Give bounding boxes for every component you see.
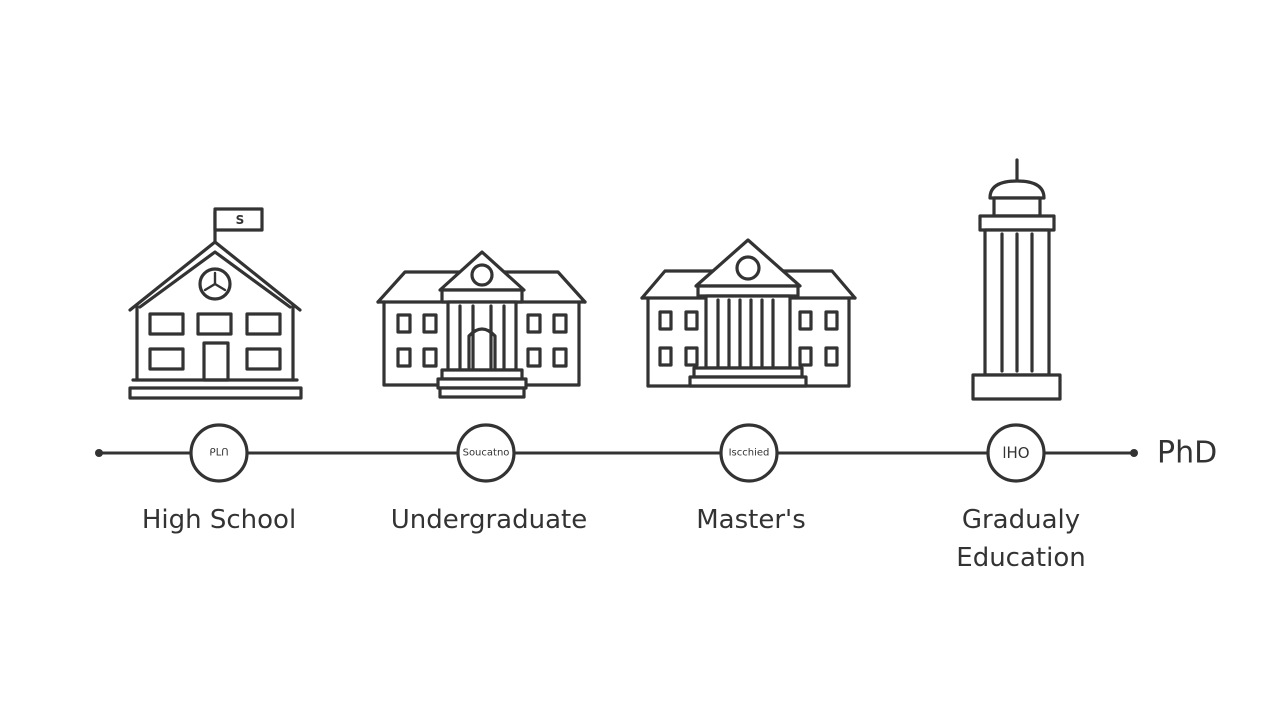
stage-label-high-school: High School	[142, 505, 296, 535]
school-house-icon: S	[128, 207, 303, 400]
timeline: ᑭᒪᑎ Soucatno Iscchied lᕼO PhD	[95, 423, 1217, 483]
timeline-start-dot	[95, 449, 103, 457]
university-building-icon	[376, 250, 587, 399]
timeline-node-masters: Iscchied	[719, 423, 779, 483]
stage-label-graduate-line-1: Gradualy	[962, 505, 1080, 535]
node-label: ᑭᒪᑎ	[209, 448, 228, 459]
stage-label-masters: Master's	[696, 505, 805, 535]
timeline-node-high-school: ᑭᒪᑎ	[189, 423, 249, 483]
timeline-end-dot	[1130, 449, 1138, 457]
stage-label-graduate-line-2: Education	[956, 543, 1085, 573]
timeline-node-undergraduate: Soucatno	[456, 423, 516, 483]
timeline-node-graduate: lᕼO	[986, 423, 1046, 483]
stage-label-undergraduate: Undergraduate	[391, 505, 587, 535]
node-label: Soucatno	[463, 448, 510, 459]
timeline-end-label: PhD	[1157, 436, 1217, 471]
node-label: lᕼO	[1002, 444, 1029, 462]
tower-icon	[971, 158, 1062, 401]
flag-letter: S	[236, 213, 245, 227]
node-label: Iscchied	[729, 448, 770, 459]
classical-hall-icon	[640, 238, 857, 388]
